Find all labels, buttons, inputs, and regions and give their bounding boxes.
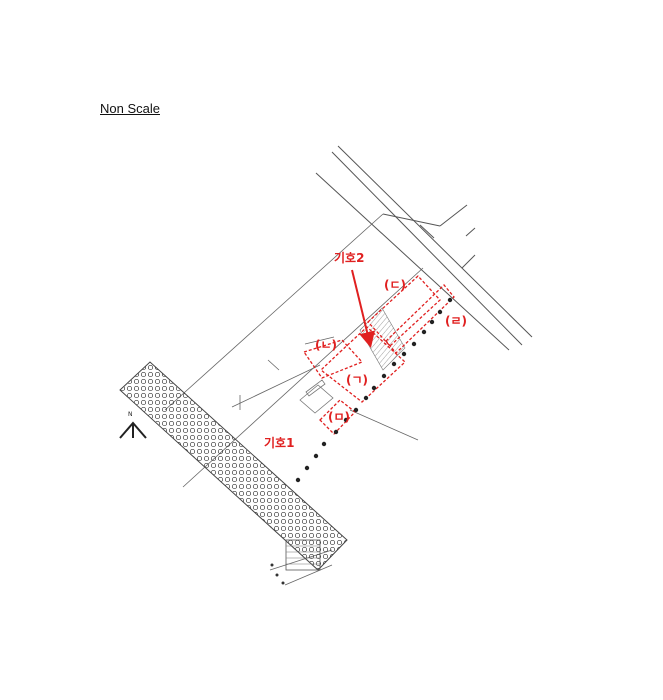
arrow-icon [351,269,375,348]
parcel-outline-na [302,339,364,379]
marker-parcel-da: (ㄷ) [384,278,406,292]
north-label: N [128,411,133,418]
parcel-outline-ma [319,399,356,435]
north-arrow-icon: N [119,411,147,439]
gravel-band [119,361,348,571]
road-lines [315,145,533,351]
legend-block [270,539,321,585]
marker-parcel-na: (ㄴ) [315,338,337,352]
parcel-outline-da [367,275,441,347]
structure-outlines [299,379,334,414]
marker-parcel-ma: (ㅁ) [328,410,350,424]
marker-parcel-ra: (ㄹ) [445,314,467,328]
scale-note: Non Scale [100,101,160,116]
marker-parcel-ga: (ㄱ) [346,373,368,387]
hatched-area [359,307,406,371]
marker-key1: 기호1 [264,435,294,450]
marker-key2: 기호2 [334,250,364,265]
parcel-outline-ra [385,284,455,354]
boundary-dots [295,297,453,483]
